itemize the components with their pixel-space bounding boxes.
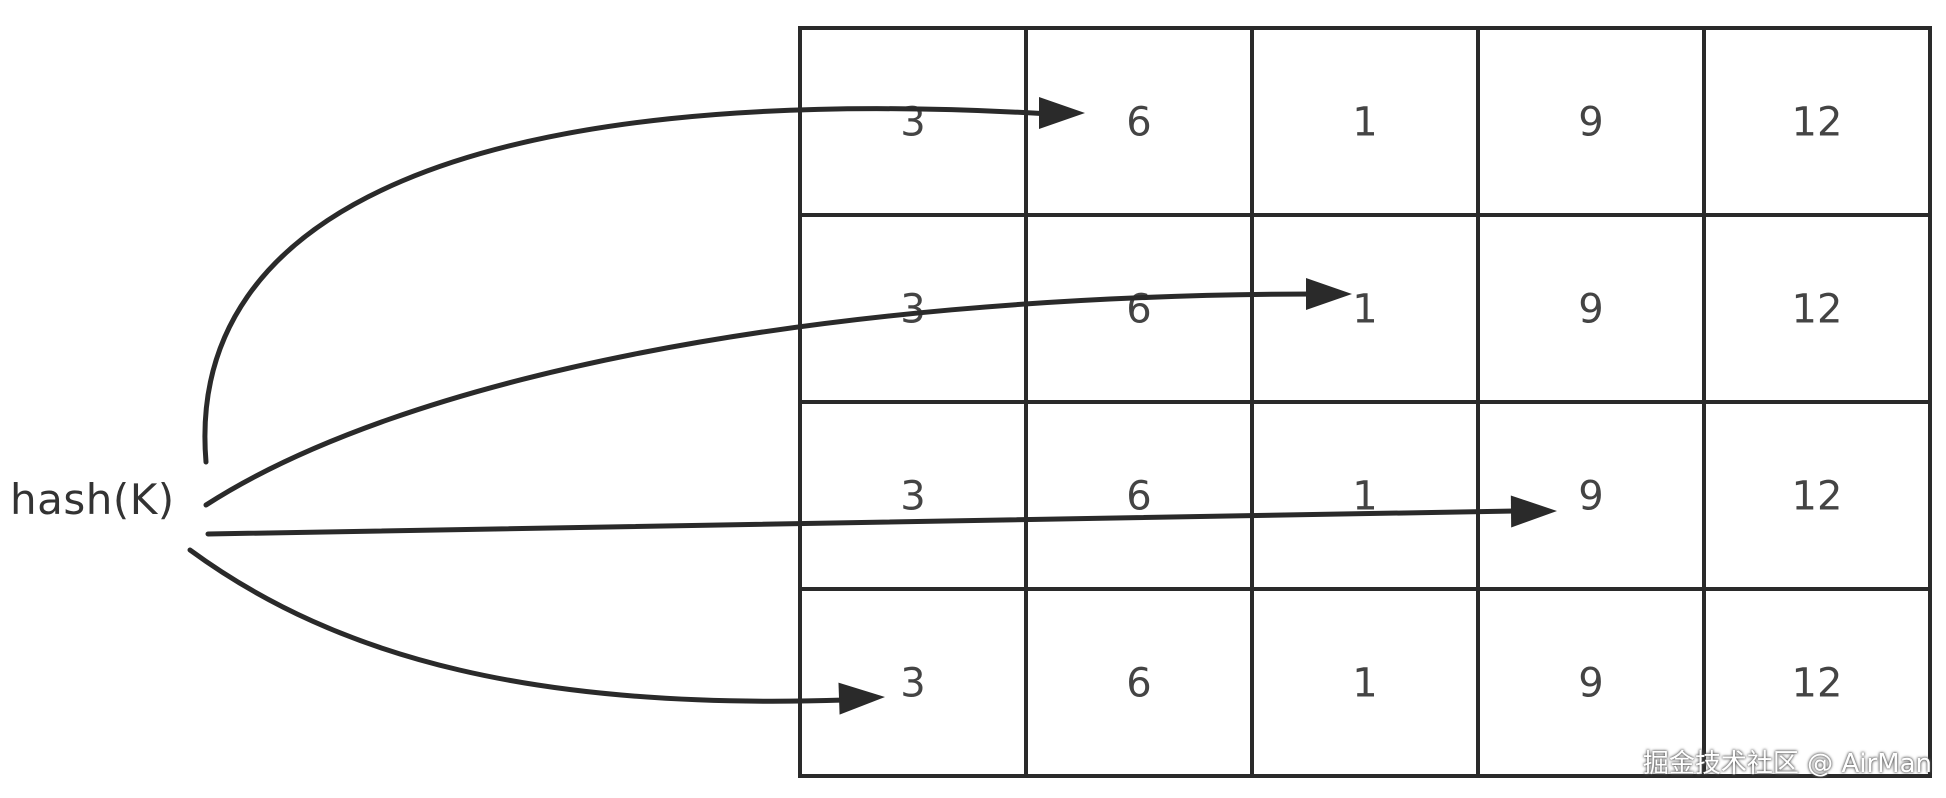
grid-cell-value: 6 <box>1126 661 1151 707</box>
arrow-to-row2-col3 <box>203 278 1352 508</box>
arrowhead-icon <box>1306 278 1352 310</box>
arrowhead-icon <box>1510 495 1557 528</box>
grid-cell <box>1024 26 1254 217</box>
grid-cell-value: 12 <box>1792 474 1843 520</box>
grid-cell <box>1250 587 1480 778</box>
grid-cell-value: 1 <box>1352 661 1377 707</box>
grid-cell-value: 9 <box>1578 100 1603 146</box>
hash-function-label: hash(K) <box>10 475 175 524</box>
arrow-line <box>187 547 848 704</box>
grid-cell-value: 1 <box>1352 100 1377 146</box>
grid-cell <box>1250 400 1480 591</box>
grid-cell-value: 12 <box>1792 661 1843 707</box>
grid-cell <box>1702 587 1932 778</box>
arrow-to-row1-col2 <box>202 97 1085 465</box>
grid-cell <box>1250 26 1480 217</box>
grid-cell <box>1024 400 1254 591</box>
grid-cell-value: 12 <box>1792 287 1843 333</box>
grid-cell <box>1476 213 1706 404</box>
grid-cell-value: 3 <box>900 661 925 707</box>
grid-cell-value: 3 <box>900 287 925 333</box>
arrow-line <box>202 106 1053 465</box>
arrowhead-icon <box>838 682 885 715</box>
arrow-line <box>203 291 1318 508</box>
grid-cell-value: 12 <box>1792 100 1843 146</box>
grid-cell <box>798 26 1028 217</box>
grid-cell-value: 9 <box>1578 661 1603 707</box>
grid-cell-value: 9 <box>1578 474 1603 520</box>
grid-cell-value: 6 <box>1126 287 1151 333</box>
arrowhead-icon <box>1039 97 1085 129</box>
grid-cell-value: 6 <box>1126 474 1151 520</box>
grid-cell-value: 6 <box>1126 100 1151 146</box>
grid-cell <box>1702 400 1932 591</box>
grid-cell <box>1476 400 1706 591</box>
arrow-to-row3-col4 <box>205 495 1557 537</box>
grid-cell-value: 9 <box>1578 287 1603 333</box>
arrows <box>187 97 1557 715</box>
grid-cell-value: 3 <box>900 474 925 520</box>
arrow-to-row4-col1 <box>187 547 885 715</box>
grid-cell <box>1024 587 1254 778</box>
watermark-text: 掘金技术社区 @ AirMan <box>1642 749 1932 779</box>
grid-cell <box>1702 213 1932 404</box>
grid-cell <box>1250 213 1480 404</box>
grid-cell-value: 1 <box>1352 287 1377 333</box>
arrow-line <box>205 508 1518 537</box>
